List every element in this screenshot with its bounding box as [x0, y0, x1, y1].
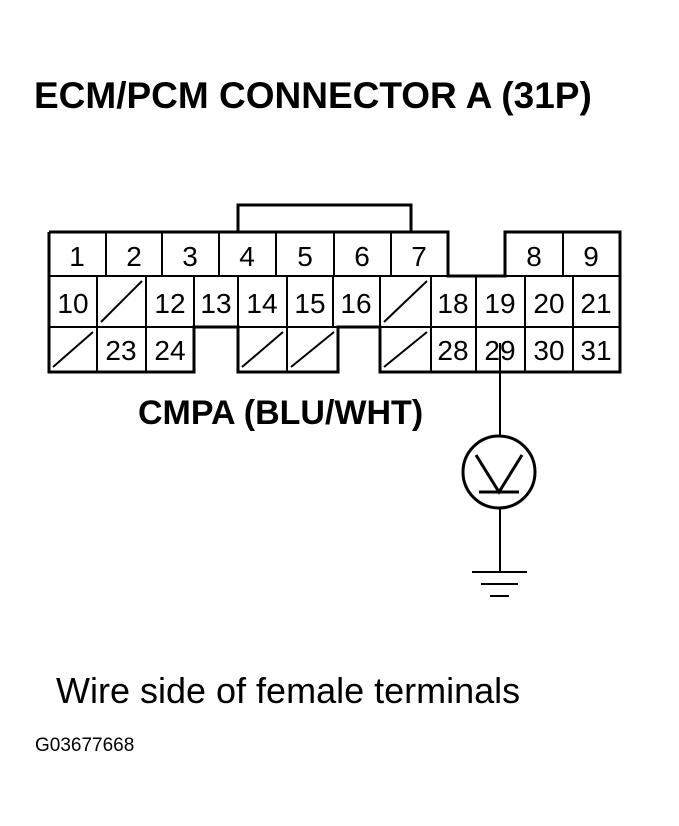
terminal-13: 13	[200, 288, 231, 319]
blank-cavity-26	[290, 331, 335, 368]
caption: Wire side of female terminals	[56, 670, 520, 711]
signal-label: CMPA (BLU/WHT)	[138, 394, 423, 432]
blank-cavity-marks	[52, 280, 428, 368]
terminal-6: 6	[354, 241, 370, 272]
blank-cavity-27	[383, 331, 428, 368]
terminal-24: 24	[154, 335, 185, 366]
terminal-20: 20	[533, 288, 564, 319]
blank-cavity-22	[52, 331, 94, 368]
terminal-28: 28	[437, 335, 468, 366]
terminal-5: 5	[297, 241, 313, 272]
terminal-30: 30	[533, 335, 564, 366]
terminal-4: 4	[239, 241, 255, 272]
blank-cavity-25	[241, 331, 284, 368]
figure-code: G03677668	[35, 735, 134, 756]
terminal-18: 18	[437, 288, 468, 319]
terminal-labels: 1 2 3 4 5 6 7 8 9 10 12 13 14 15 16 18 1…	[57, 241, 611, 366]
blank-cavity-17	[383, 280, 428, 323]
terminal-19: 19	[484, 288, 515, 319]
diagram-title: ECM/PCM CONNECTOR A (31P)	[34, 75, 592, 116]
terminal-10: 10	[57, 288, 88, 319]
terminal-2: 2	[126, 241, 142, 272]
terminal-3: 3	[182, 241, 198, 272]
blank-cavity-11	[100, 280, 143, 323]
terminal-12: 12	[154, 288, 185, 319]
terminal-31: 31	[580, 335, 611, 366]
connector-grid	[49, 232, 620, 372]
terminal-21: 21	[580, 288, 611, 319]
terminal-9: 9	[583, 241, 599, 272]
terminal-1: 1	[69, 241, 85, 272]
terminal-7: 7	[411, 241, 427, 272]
voltmeter-icon	[461, 434, 537, 510]
terminal-14: 14	[246, 288, 277, 319]
terminal-8: 8	[526, 241, 542, 272]
ground-icon	[472, 571, 527, 597]
terminal-15: 15	[294, 288, 325, 319]
terminal-16: 16	[340, 288, 371, 319]
terminal-23: 23	[105, 335, 136, 366]
